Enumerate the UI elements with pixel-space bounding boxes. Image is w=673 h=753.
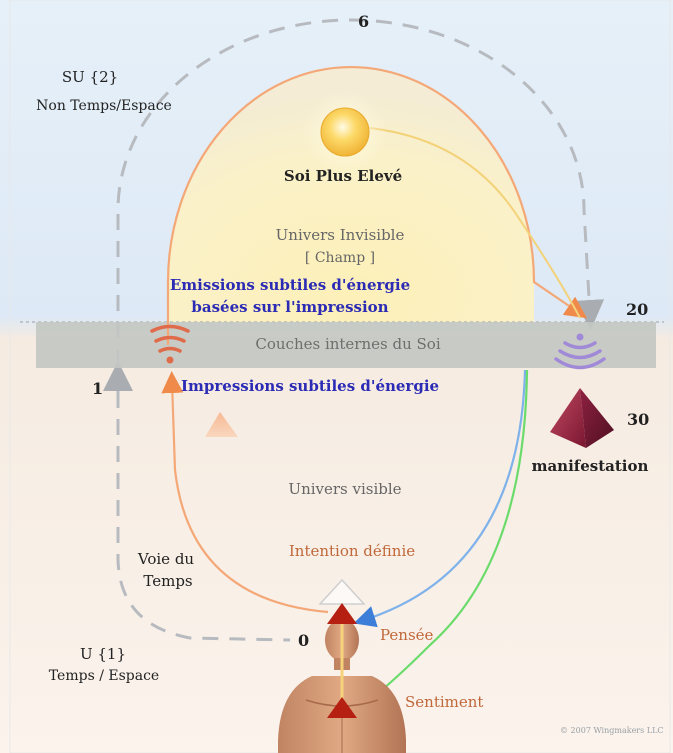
sun-icon [320, 107, 370, 157]
outer-dashed-cycle-top [116, 18, 605, 392]
number-6-label: 6 [358, 12, 370, 31]
emissions-label-line1: Emissions subtiles d'énergie [169, 276, 411, 294]
thought-triangle-icon [327, 603, 357, 624]
su-title: SU {2} [61, 68, 119, 86]
visible-universe-label: Univers visible [288, 480, 402, 498]
number-0-label: 0 [298, 631, 310, 650]
orange-arc-bottom [161, 371, 329, 614]
blue-arrow-thought [353, 369, 527, 628]
reception-waves-icon [554, 333, 606, 370]
u-title: U {1} [79, 645, 127, 663]
thought-label: Pensée [380, 626, 434, 644]
manifestation-pyramid-icon [550, 388, 614, 448]
emission-waves-icon [150, 324, 190, 364]
invisible-universe-label: Univers Invisible [275, 226, 405, 244]
u-subtitle: Temps / Espace [48, 668, 160, 684]
sun-to-manifestation-arc [369, 127, 581, 319]
time-path-label-line1: Voie du [137, 550, 195, 568]
orange-arc-top [166, 65, 588, 345]
feeling-triangle-icon [327, 697, 357, 718]
copyright-notice: © 2007 Wingmakers LLC [560, 726, 664, 735]
number-1-label: 1 [92, 379, 104, 398]
number-20-label: 20 [626, 300, 649, 319]
intention-label: Intention définie [288, 542, 416, 560]
number-30-label: 30 [627, 410, 650, 429]
inner-layers-band [36, 322, 656, 368]
field-label: [ Champ ] [304, 250, 376, 266]
inner-layers-label: Couches internes du Soi [255, 335, 441, 353]
su-subtitle: Non Temps/Espace [36, 98, 172, 114]
emissions-label-line2: basées sur l'impression [191, 298, 389, 316]
impressions-label: Impressions subtiles d'énergie [181, 377, 440, 395]
frame [9, 0, 671, 753]
feeling-label: Sentiment [405, 693, 484, 711]
small-pyramid-icon [205, 412, 238, 437]
outer-dashed-cycle-bottom [116, 392, 291, 642]
manifestation-label: manifestation [531, 457, 649, 475]
invisible-universe-dome [168, 67, 534, 322]
time-path-label-line2: Temps [143, 572, 193, 590]
higher-self-label: Soi Plus Elevé [283, 167, 403, 185]
